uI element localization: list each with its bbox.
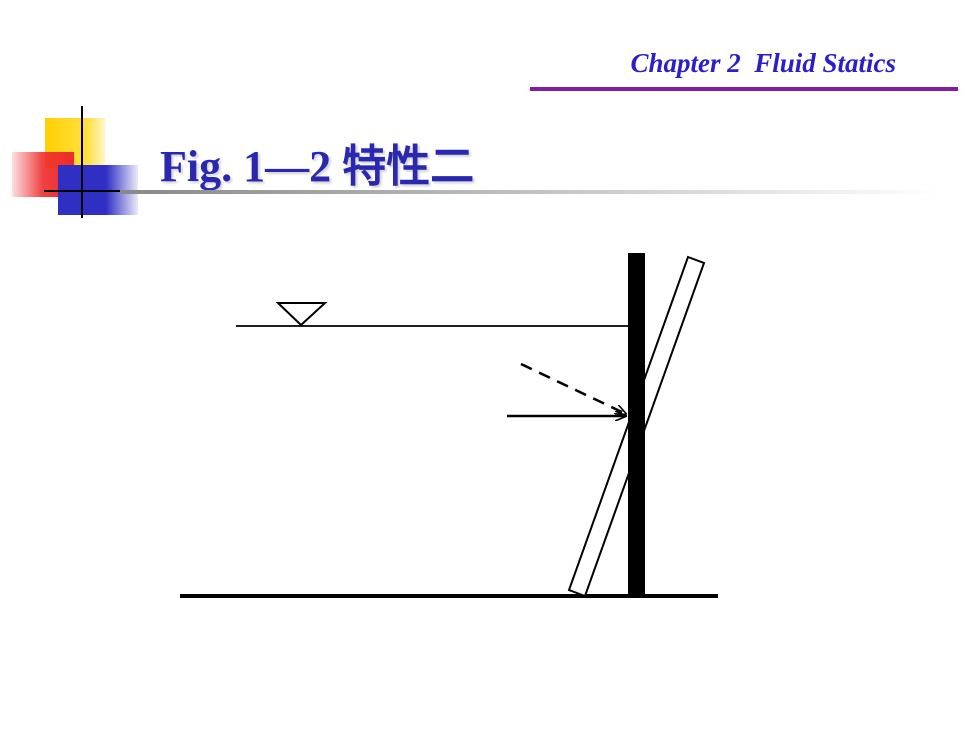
title-underline (120, 190, 940, 194)
chapter-title: Chapter 2 Fluid Statics (630, 48, 896, 78)
vertical-wall (628, 253, 645, 596)
slide-title: Fig. 1—2 特性二 (160, 142, 475, 191)
chapter-header: Chapter 2 Fluid Statics (530, 0, 958, 92)
chapter-underline (530, 87, 958, 91)
oblique-force-dashed-arrow (520, 362, 626, 414)
free-surface-triangle-symbol (275, 302, 328, 327)
